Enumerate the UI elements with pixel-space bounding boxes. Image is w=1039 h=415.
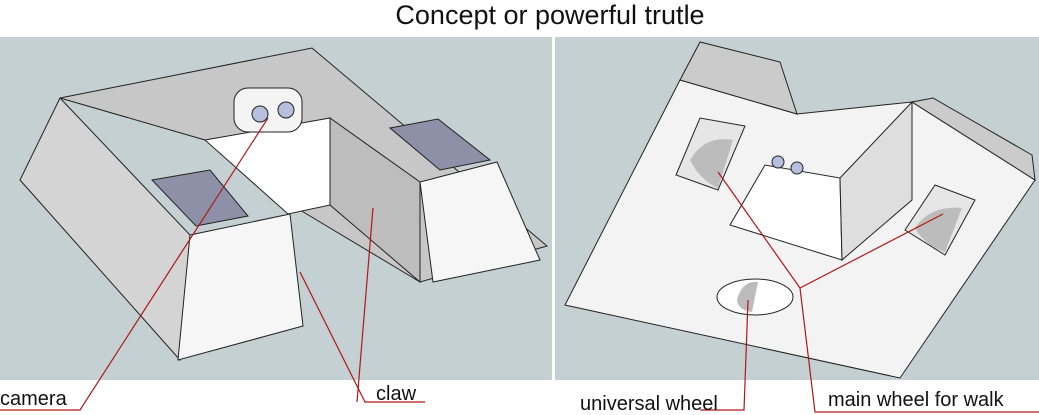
right-pad <box>388 118 492 171</box>
claw-slot-right-wall <box>329 117 421 284</box>
claw-left-arm-front <box>177 213 304 361</box>
claw-body-left-face <box>19 97 191 362</box>
left-tower-top <box>679 41 798 115</box>
camera-mount <box>233 87 303 133</box>
left-view-panel <box>0 37 552 380</box>
sensor-left-icon <box>771 155 785 169</box>
main-leader-left <box>717 171 1039 413</box>
camera-leader <box>0 117 269 411</box>
leader-lines <box>0 117 1039 413</box>
right-view-panel <box>555 37 1039 380</box>
left-main-wheel-icon <box>690 139 733 188</box>
universal-leader <box>700 299 749 411</box>
claw-leader-1 <box>299 271 425 403</box>
right-tower-top <box>910 97 1036 181</box>
camera-lens-right-icon <box>277 101 295 119</box>
main-leader-right <box>799 213 944 289</box>
sensor-right-icon <box>790 161 804 175</box>
right-main-wheel-icon <box>915 207 962 252</box>
slot-right-wall <box>839 100 913 262</box>
main-wheel-label: main wheel for walk <box>828 389 1005 411</box>
left-pad <box>150 169 249 227</box>
claw-right-arm-front <box>419 161 541 283</box>
universal-wheel-label: universal wheel <box>580 393 718 415</box>
claw-leader-2 <box>356 207 374 403</box>
camera-label: camera <box>0 388 68 410</box>
camera-lens-left-icon <box>251 105 269 123</box>
claw-label: claw <box>376 383 417 405</box>
diagram-title: Concept or powerful trutle <box>395 0 705 30</box>
universal-wheel-icon <box>737 281 758 312</box>
